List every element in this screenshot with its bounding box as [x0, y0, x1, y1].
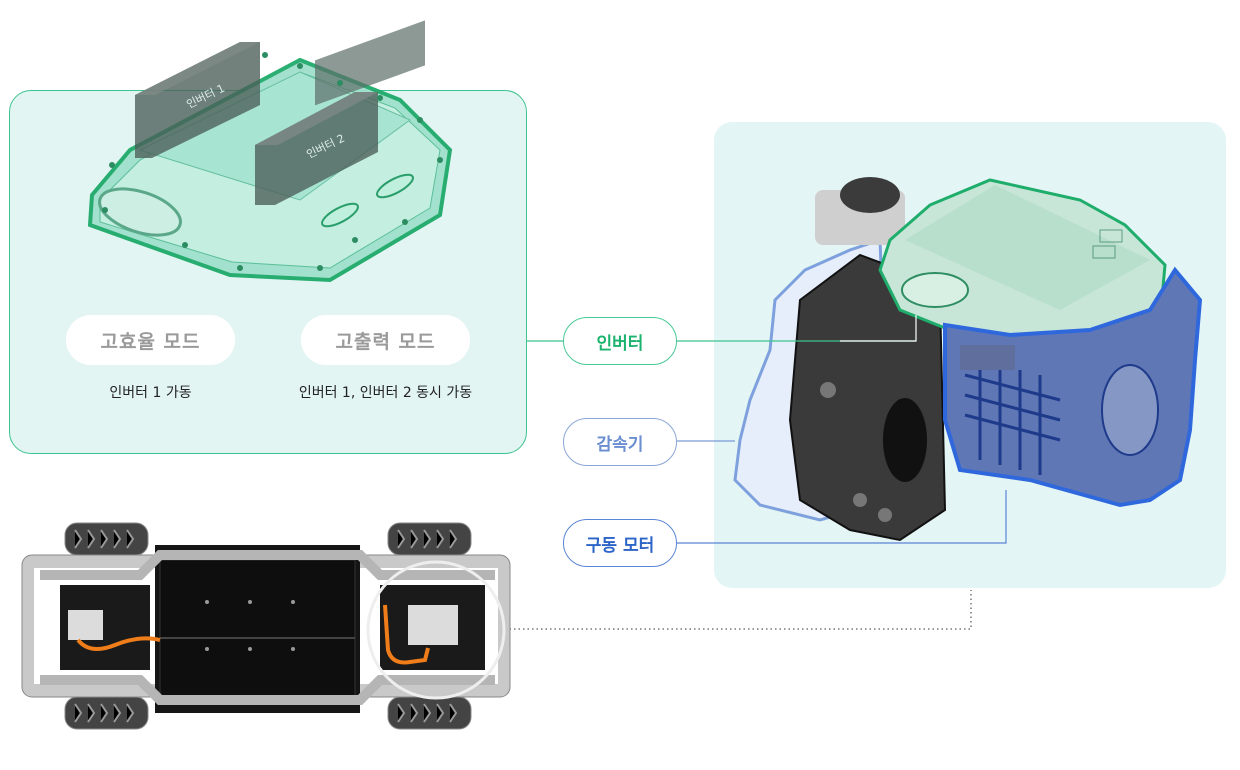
high-efficiency-mode-description: 인버터 1 가동 [109, 385, 192, 401]
mode-label: 고효율 모드 [100, 330, 201, 353]
callout-label: 인버터 [596, 333, 644, 354]
callout-label: 구동 모터 [585, 535, 655, 556]
mode-label: 고출력 모드 [335, 330, 436, 353]
callout-drive-motor: 구동 모터 [563, 519, 677, 567]
high-efficiency-mode-pill: 고효율 모드 [66, 315, 235, 365]
high-output-mode-description: 인버터 1, 인버터 2 동시 가동 [298, 385, 473, 401]
callout-reducer: 감속기 [563, 418, 677, 466]
high-output-mode-pill: 고출력 모드 [301, 315, 470, 365]
callout-label: 감속기 [596, 434, 644, 455]
drive-unit-panel [714, 122, 1226, 588]
callout-inverter: 인버터 [563, 317, 677, 365]
